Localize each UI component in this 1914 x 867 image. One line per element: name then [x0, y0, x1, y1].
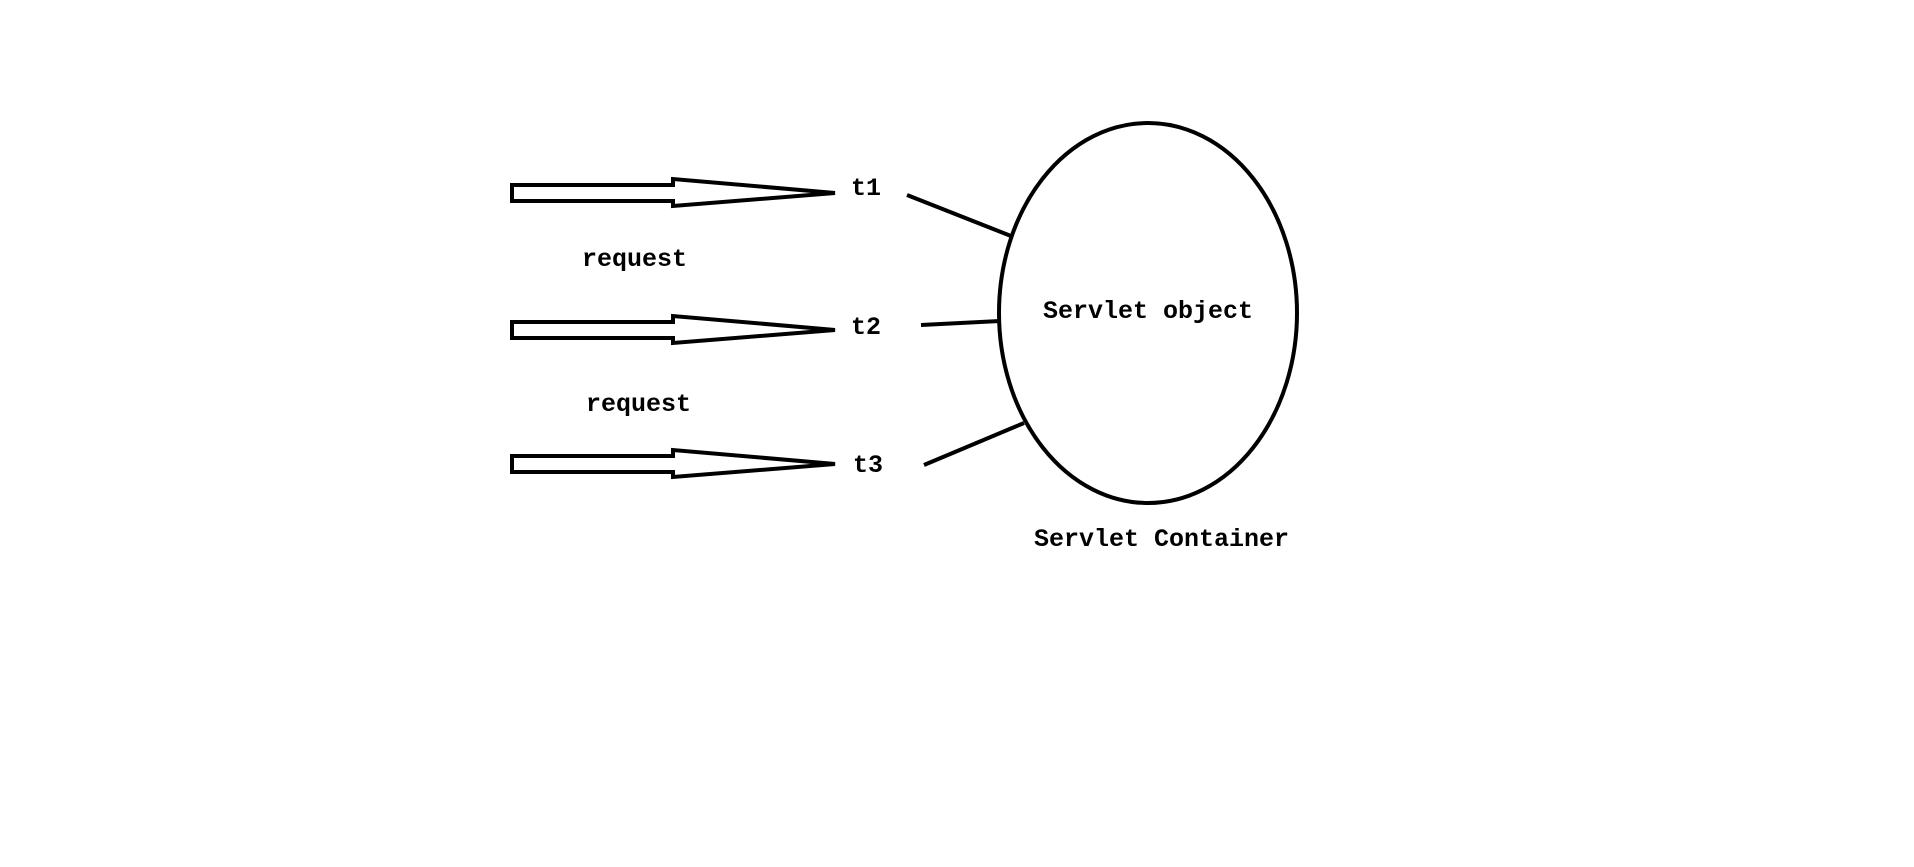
request-label-top: request	[582, 245, 687, 274]
thread-connector-t3	[923, 421, 1025, 467]
servlet-object-ellipse	[997, 121, 1299, 505]
thread-connector-t1	[906, 193, 1012, 238]
thread-label-t2: t2	[851, 313, 881, 342]
request-arrow-3	[510, 447, 836, 480]
request-label-bottom: request	[586, 390, 691, 419]
thread-label-t3: t3	[853, 451, 883, 480]
thread-connector-t2	[920, 319, 1001, 327]
servlet-container-label: Servlet Container	[1034, 525, 1289, 554]
request-arrow-1	[510, 176, 836, 209]
servlet-object-label: Servlet object	[1043, 297, 1253, 326]
thread-label-t1: t1	[851, 174, 881, 203]
request-arrow-2	[510, 313, 836, 346]
